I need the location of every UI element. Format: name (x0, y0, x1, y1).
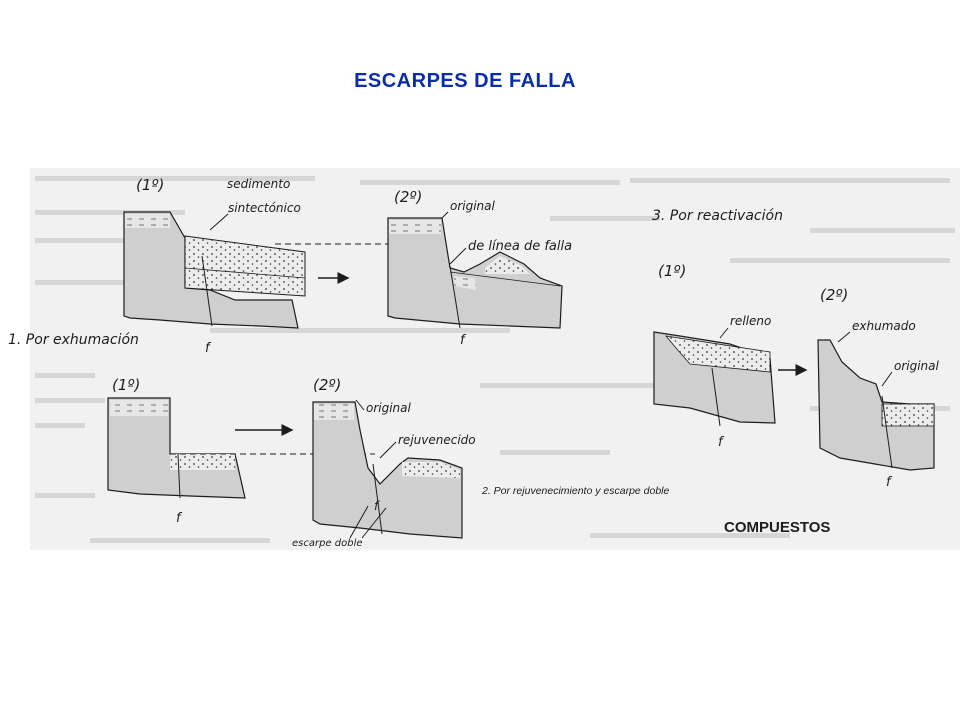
panel1-stage2-label: (2º) (394, 188, 422, 206)
slide-title: ESCARPES DE FALLA (354, 70, 576, 92)
label-original-3: original (894, 359, 940, 373)
panel-exhumation: (1º) sedimento sintectónico f 1. Por exh… (8, 176, 572, 356)
panel2-stage1-block (107, 397, 246, 499)
panel-rejuvenation: (1º) f (2º) original rejuvenecido f esca… (107, 376, 670, 549)
panel1-stage2-block (387, 217, 563, 329)
panel1-stage1-label: (1º) (136, 176, 164, 194)
panel2-stage2-label: (2º) (313, 376, 341, 394)
panel2-stage2-block (312, 401, 463, 539)
label-sediment-line1: sedimento (227, 177, 290, 191)
panel3-fault-mark-2: f (886, 475, 893, 490)
panel3-caption: 3. Por reactivación (652, 208, 783, 224)
panel2-fault-mark-2: f (374, 499, 380, 513)
panel1-fault-mark-1: f (205, 341, 212, 356)
fault-scarp-diagram: (1º) sedimento sintectónico f 1. Por exh… (8, 176, 955, 549)
label-double-scarp: escarpe doble (292, 538, 363, 549)
panel3-fault-mark-1: f (718, 435, 725, 450)
label-exhumed: exhumado (852, 319, 916, 333)
label-original-1: original (450, 199, 496, 213)
panel3-stage2-block (817, 339, 935, 471)
fault-scarp-figure: (1º) sedimento sintectónico f 1. Por exh… (8, 168, 960, 550)
label-fault-line-scarp: de línea de falla (468, 239, 572, 254)
label-fill: relleno (730, 314, 771, 328)
panel2-fault-mark-1: f (176, 511, 183, 526)
footer-compuestos: COMPUESTOS (724, 519, 830, 536)
panel1-caption: 1. Por exhumación (8, 332, 139, 348)
label-rejuvenated: rejuvenecido (398, 433, 476, 447)
leader-sediment (209, 213, 229, 231)
label-original-2: original (366, 401, 412, 415)
panel2-stage1-label: (1º) (112, 376, 140, 394)
panel2-caption: 2. Por rejuvenecimiento y escarpe doble (481, 485, 670, 497)
panel3-stage2-label: (2º) (820, 286, 848, 304)
panel3-stage1-label: (1º) (658, 262, 686, 280)
panel1-stage1-block (123, 211, 306, 329)
panel1-fault-mark-2: f (460, 333, 467, 348)
panel3-stage1-block (653, 331, 776, 427)
label-sediment-line2: sintectónico (228, 201, 301, 215)
panel-reactivation: 3. Por reactivación (1º) relleno f (2º) … (652, 208, 940, 536)
